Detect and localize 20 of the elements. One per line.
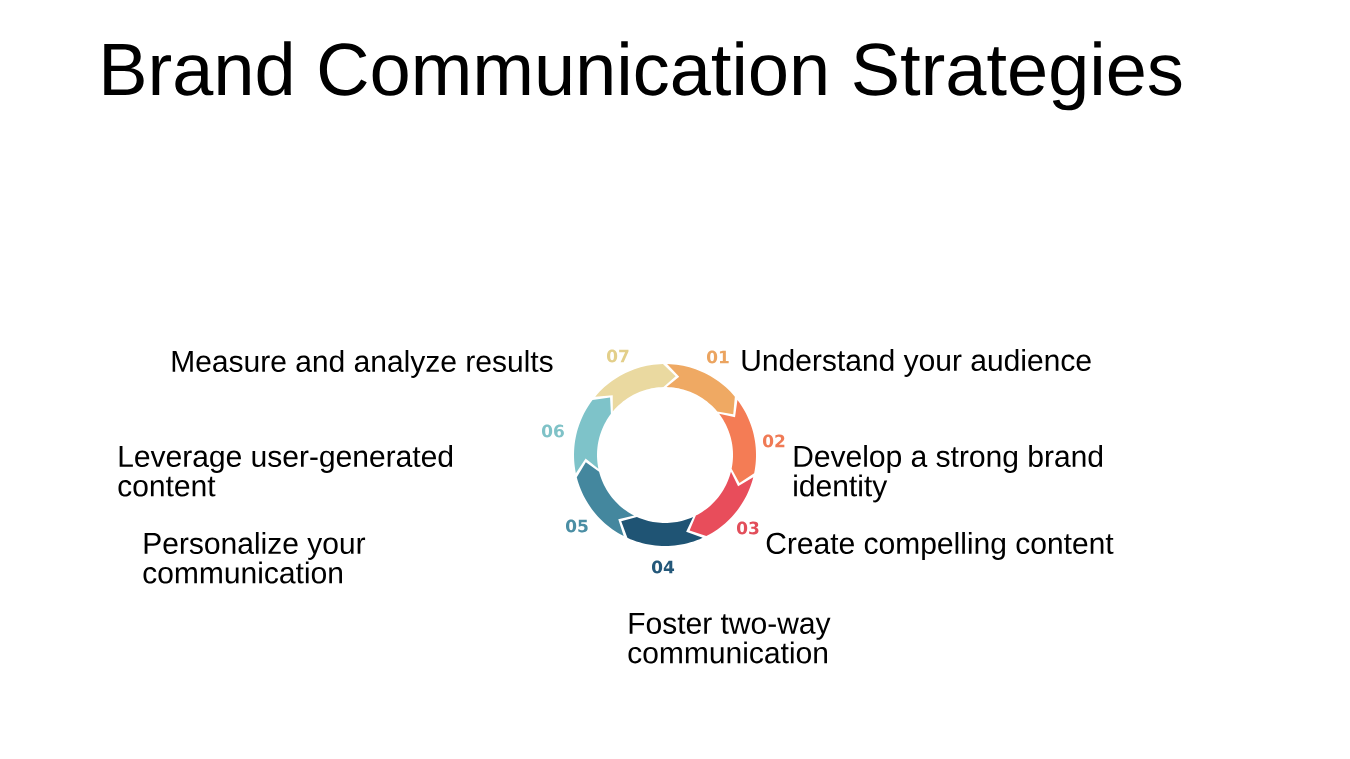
arrow-segment	[595, 364, 676, 412]
step-label: Measure and analyze results	[172, 350, 553, 378]
arrow-segment	[666, 364, 735, 415]
arrow-segment	[621, 516, 703, 546]
step-number: 02	[763, 434, 785, 448]
title: Brand Communication Strategies	[104, 41, 1182, 111]
step-label: Foster two-way communication	[628, 613, 831, 664]
step-label: Personalize your communication	[143, 532, 366, 584]
step-label: Create compelling content	[766, 532, 1114, 560]
step-label: Leverage user-generated content	[118, 445, 453, 497]
step-label: Understand your audience	[742, 349, 1091, 377]
step-number: 07	[607, 349, 629, 363]
step-number: 05	[566, 519, 588, 533]
step-number: 04	[652, 560, 675, 574]
arrow-segment	[719, 399, 756, 483]
step-number: 03	[737, 521, 759, 535]
step-number: 01	[707, 350, 729, 364]
arrow-segment	[574, 397, 611, 474]
step-number: 06	[542, 424, 564, 438]
step-label: Develop a strong brand identity	[794, 445, 1103, 503]
